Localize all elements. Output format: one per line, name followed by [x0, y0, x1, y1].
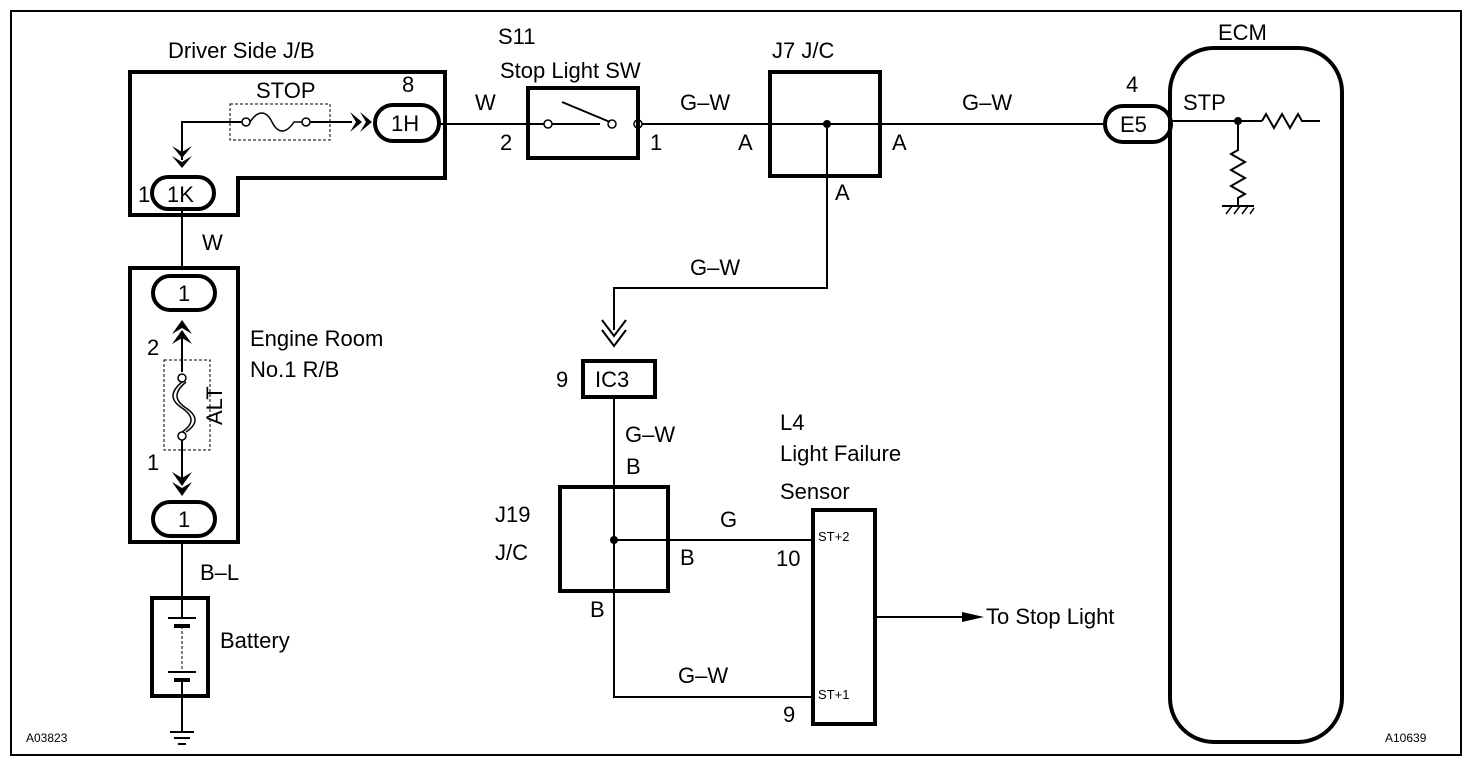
- alt-fuse-element-2: [176, 381, 196, 433]
- stop-light-switch: S11 Stop Light SW 2 1: [498, 24, 662, 160]
- connector-e5: [1103, 104, 1173, 144]
- j19-type: J/C: [495, 540, 528, 565]
- to-stop-light-label: To Stop Light: [986, 604, 1114, 629]
- connector-1h-pin: 8: [402, 72, 414, 97]
- pullup-resistor: [1261, 111, 1320, 131]
- engine-rb-box: [128, 266, 240, 544]
- switch-contact-mid: [607, 119, 617, 129]
- driver-jb-title: Driver Side J/B: [168, 38, 315, 63]
- wire-label-w-left: W: [202, 230, 223, 255]
- l4-pin-top: 10: [776, 546, 800, 571]
- connector-arrow-icon: [601, 319, 627, 348]
- ecm-name: ECM: [1218, 20, 1267, 45]
- connector-1h-label: 1H: [391, 111, 419, 136]
- j19-pin-top: B: [626, 454, 641, 479]
- chevron-down-icon: [172, 472, 192, 486]
- l4-name-line1: Light Failure: [780, 441, 901, 466]
- engine-rb-name-line2: No.1 R/B: [250, 357, 339, 382]
- wire-label-gw-1: G–W: [680, 90, 730, 115]
- switch-blade: [561, 101, 611, 123]
- wire-j19-to-l4-bottom: [613, 591, 813, 698]
- wire-label-gw-5: G–W: [678, 663, 728, 688]
- driver-side-jb: Driver Side J/B STOP 1H 8 1K 1: [128, 38, 447, 217]
- wire-j7-to-ic3: [613, 176, 828, 330]
- ecm: ECM E5 4 STP: [1103, 20, 1344, 744]
- drawing-code-left: A03823: [26, 731, 68, 745]
- chevron-arrow-icon: [350, 112, 362, 132]
- jb-internal-wire: [181, 121, 242, 160]
- chevron-arrow-icon: [360, 112, 372, 132]
- engine-rb-name-line1: Engine Room: [250, 326, 383, 351]
- pulldown-resistor: [1228, 121, 1248, 206]
- alt-fuse-label: ALT: [202, 386, 227, 425]
- rb-connector-bottom-label: 1: [178, 507, 190, 532]
- ground-icon: [170, 731, 194, 745]
- wire-label-g: G: [720, 507, 737, 532]
- arrow-right-icon: [962, 612, 984, 622]
- l4-id: L4: [780, 410, 804, 435]
- chevron-down-icon: [172, 156, 192, 168]
- chevron-up-icon: [172, 320, 192, 334]
- j19-junction-dot: [610, 536, 618, 544]
- alt-fuse-element: [172, 381, 192, 433]
- fuse-element: [249, 112, 302, 132]
- battery-name: Battery: [220, 628, 290, 653]
- ic3-box: [581, 359, 657, 399]
- chevron-down-icon: [172, 482, 192, 496]
- battery: Battery: [150, 596, 290, 745]
- wire-label-gw-2: G–W: [962, 90, 1012, 115]
- ecm-terminal-stp: STP: [1183, 90, 1226, 115]
- l4-pin-bottom: 9: [783, 702, 795, 727]
- wire-label-gw-3: G–W: [690, 255, 740, 280]
- alt-pin-top: 2: [147, 335, 159, 360]
- diagram-frame: [10, 10, 1462, 756]
- switch-pin-in: 2: [500, 130, 512, 155]
- connector-1k-pin: 1: [138, 182, 150, 207]
- light-failure-sensor: L4 Light Failure Sensor ST+2 ST+1 10 9 T…: [776, 410, 1114, 727]
- j7-junction: J7 J/C A A A: [738, 38, 907, 205]
- engine-room-rb: 1 1 ALT 2 1 Engine Room No.1 R/B: [128, 266, 383, 544]
- chevron-down-icon: [172, 146, 192, 158]
- rb-connector-top-label: 1: [178, 281, 190, 306]
- j19-name: J19: [495, 502, 530, 527]
- alt-pin-bottom: 1: [147, 450, 159, 475]
- l4-name-line2: Sensor: [780, 479, 850, 504]
- j19-pin-bottom: B: [590, 597, 605, 622]
- rb-connector-bottom: [151, 500, 217, 538]
- wire-label-w-top: W: [475, 90, 496, 115]
- ic3-label: IC3: [595, 367, 629, 392]
- l4-terminal-top: ST+2: [818, 529, 849, 544]
- j7-pin-right: A: [892, 130, 907, 155]
- stop-fuse-label: STOP: [256, 78, 316, 103]
- wire-label-gw-4: G–W: [625, 422, 675, 447]
- ecm-ground-hatch: [1225, 205, 1255, 215]
- l4-box: [811, 508, 877, 726]
- connector-e5-pin: 4: [1126, 72, 1138, 97]
- drawing-code-right: A10639: [1385, 731, 1427, 745]
- switch-name: Stop Light SW: [500, 58, 641, 83]
- j7-name: J7 J/C: [772, 38, 834, 63]
- connector-1k-label: 1K: [167, 182, 194, 207]
- connector-e5-label: E5: [1120, 112, 1147, 137]
- ecm-box: [1168, 46, 1344, 744]
- j7-pin-bottom: A: [835, 180, 850, 205]
- alt-fuse-box: [163, 359, 211, 451]
- j7-pin-left: A: [738, 130, 753, 155]
- ic3-connector: IC3 9: [556, 359, 657, 399]
- switch-id: S11: [498, 24, 536, 49]
- wire-label-bl: B–L: [200, 560, 239, 585]
- rb-connector-top: [151, 274, 217, 312]
- j19-junction: B B B J19 J/C: [495, 454, 695, 622]
- j19-pin-right: B: [680, 545, 695, 570]
- ic3-pin: 9: [556, 367, 568, 392]
- l4-terminal-bottom: ST+1: [818, 687, 849, 702]
- switch-pin-out: 1: [650, 130, 662, 155]
- j7-junction-dot: [823, 120, 831, 128]
